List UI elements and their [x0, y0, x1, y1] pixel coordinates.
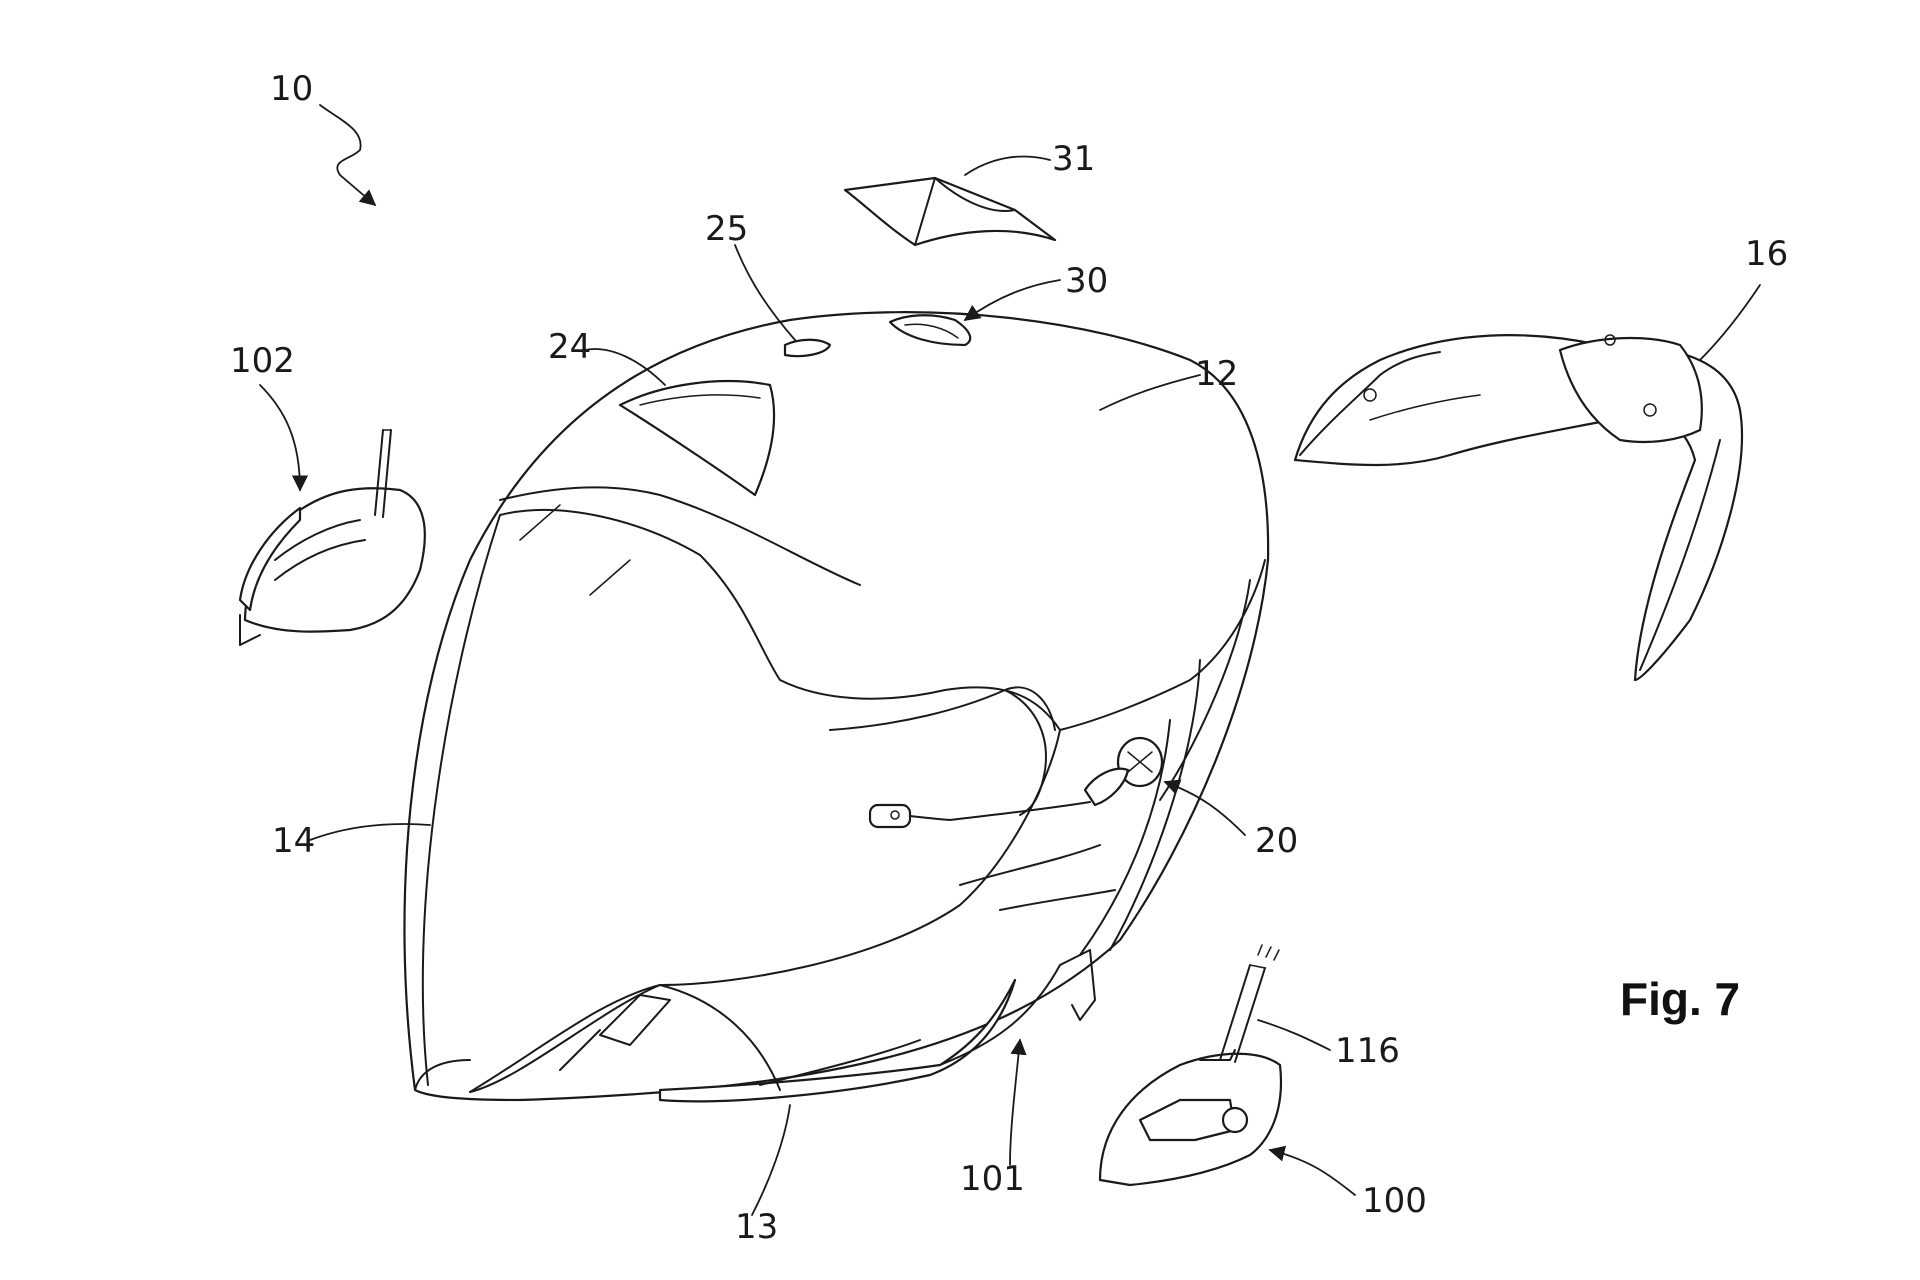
helmet — [403, 311, 1270, 1103]
ref-30: 30 — [1065, 261, 1108, 301]
visor — [421, 509, 1061, 1093]
ref-101: 101 — [960, 1159, 1025, 1199]
leader-lines — [259, 104, 1761, 1216]
ref-20: 20 — [1255, 821, 1298, 861]
ref-14: 14 — [272, 821, 315, 861]
vent-slot — [783, 338, 832, 358]
rear-module — [238, 429, 426, 646]
ref-10: 10 — [270, 69, 313, 109]
ref-13: 13 — [735, 1207, 778, 1247]
top-mount — [888, 314, 972, 347]
rear-spoiler — [1293, 334, 1744, 682]
microphone-unit — [868, 736, 1164, 829]
figure-label: Fig. 7 — [1620, 973, 1740, 1025]
ref-102: 102 — [230, 341, 295, 381]
top-cover — [843, 176, 1057, 247]
top-vent — [618, 380, 776, 497]
ref-116: 116 — [1335, 1031, 1400, 1071]
ref-31: 31 — [1052, 139, 1095, 179]
ref-24: 24 — [548, 327, 591, 367]
reference-numerals: 10 31 25 30 16 24 12 102 14 20 116 101 1… — [230, 69, 1788, 1247]
lower-trim — [658, 978, 1017, 1103]
ref-25: 25 — [705, 209, 748, 249]
side-module — [1098, 944, 1282, 1187]
outer-shell — [403, 311, 1270, 1102]
ref-100: 100 — [1362, 1181, 1427, 1221]
ref-16: 16 — [1745, 234, 1788, 274]
ref-12: 12 — [1195, 354, 1238, 394]
